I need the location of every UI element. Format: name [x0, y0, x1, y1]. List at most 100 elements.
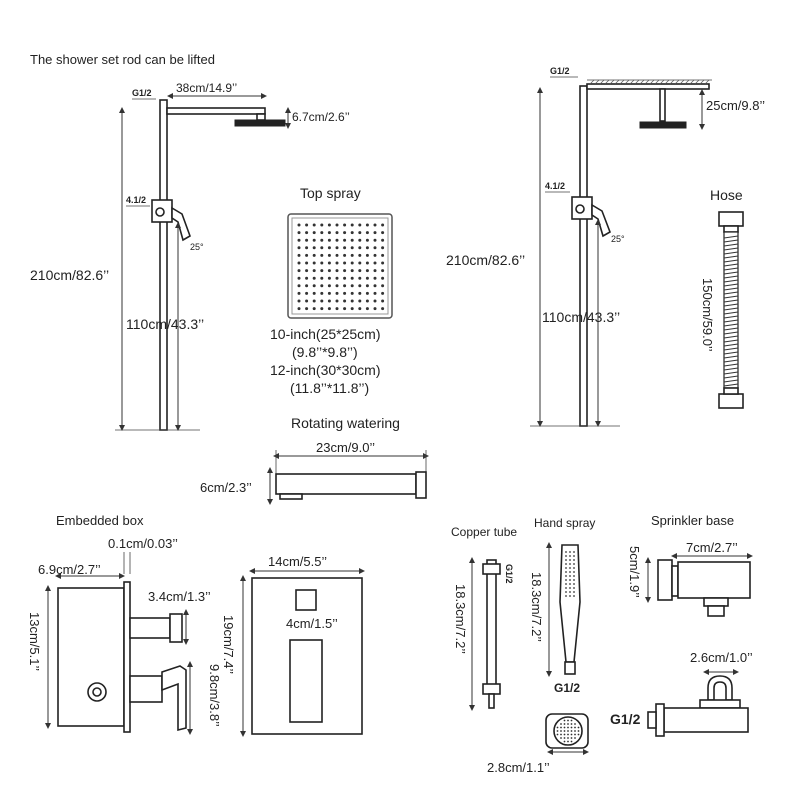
face-nozzle-dot [567, 723, 569, 725]
sprinkler-base-plate [657, 559, 673, 601]
nozzle-dot [297, 299, 301, 303]
rotating-watering: Rotating watering 23cm/9.0’’ 6cm/2.3’’ [200, 415, 429, 505]
sprinkler-base-holder-dim: 2.6cm/1.0’’ [690, 650, 753, 665]
sprinkler-base: Sprinkler base 7cm/2.7’’ 5cm/1.9’’ 2.6cm… [610, 513, 753, 737]
nozzle-dot [343, 253, 347, 257]
face-nozzle-dot [560, 733, 562, 736]
nozzle-dot [312, 269, 316, 273]
top-spray-line2: (9.8’’*9.8’’) [292, 344, 358, 360]
nozzle-dot [373, 307, 377, 311]
hatch-line [699, 79, 705, 85]
nozzle-dot [335, 299, 339, 303]
cover-plate-width-dim: 14cm/5.5’’ [268, 554, 327, 569]
cover-plate: 14cm/5.5’’ 4cm/1.5’’ 19cm/7.4’’ [221, 554, 365, 737]
hatch-line [634, 79, 640, 85]
face-nozzle-dot [574, 737, 576, 739]
hose-ring [723, 291, 739, 295]
nozzle-dot [358, 261, 362, 265]
face-nozzle-dot [560, 726, 562, 729]
nozzle-dot [312, 284, 316, 288]
hand-nozzle-dot [573, 579, 575, 581]
hose-ring [723, 243, 739, 247]
nozzle-dot [327, 246, 331, 250]
hand-spray-face-nozzles [556, 719, 580, 743]
rotating-height-dim: 6cm/2.3’’ [200, 480, 252, 495]
nozzle-dot [358, 231, 362, 235]
hose-ring [723, 271, 739, 275]
hose-title: Hose [710, 187, 743, 203]
nozzle-dot [381, 246, 385, 250]
right-angle: 25° [611, 234, 625, 244]
hatch-line [689, 79, 695, 85]
copper-tube-title: Copper tube [451, 525, 517, 539]
nozzle-dot [327, 261, 331, 265]
right-valve-handle [591, 203, 611, 238]
nozzle-dot [373, 276, 377, 280]
hand-spray: Hand spray G1/2 18.3cm/7.2’’ 2.8cm/1.1’’ [487, 516, 595, 775]
hand-nozzle-dot [565, 583, 567, 585]
left-rod [159, 99, 168, 431]
hatch-line [669, 79, 675, 85]
face-nozzle-dot [570, 719, 573, 722]
nozzle-dot [343, 223, 347, 227]
nozzle-dot [335, 231, 339, 235]
hand-spray-head [559, 544, 581, 663]
hatch-line [644, 79, 650, 85]
right-head [639, 121, 687, 129]
left-angle: 25° [190, 242, 204, 252]
rotating-title: Rotating watering [291, 415, 400, 431]
hand-nozzle-dot [573, 559, 575, 561]
hatch-line [679, 79, 685, 85]
face-nozzle-dot [560, 723, 562, 725]
hose-ring [723, 303, 739, 307]
hose-ring [723, 335, 739, 339]
cover-plate-window-dim: 4cm/1.5’’ [286, 616, 338, 631]
hand-spray-title: Hand spray [534, 516, 595, 530]
nozzle-dot [343, 261, 347, 265]
left-valve-port: 4.1/2 [126, 195, 146, 205]
top-spray-title: Top spray [300, 185, 361, 201]
nozzle-dot [350, 261, 354, 265]
hand-nozzle-dot [569, 579, 571, 581]
hose-ring [723, 307, 739, 311]
nozzle-dot [320, 269, 324, 273]
nozzle-dot [335, 261, 339, 265]
embedded-box-title: Embedded box [56, 513, 144, 528]
nozzle-dot [312, 231, 316, 235]
hose-ring [723, 263, 739, 267]
nozzle-dot [373, 223, 377, 227]
face-nozzle-dot [563, 726, 566, 729]
nozzle-dot [305, 246, 309, 250]
nozzle-dot [358, 238, 362, 242]
nozzle-dot [297, 291, 301, 295]
face-nozzle-dot [556, 733, 559, 736]
hose-ring [723, 239, 739, 243]
nozzle-dot [358, 307, 362, 311]
nozzle-dot [297, 307, 301, 311]
hatch-line [589, 79, 595, 85]
nozzle-dot [373, 253, 377, 257]
nozzle-dot [343, 276, 347, 280]
nozzle-dot [327, 276, 331, 280]
hatch-line [614, 79, 620, 85]
hose-ring [723, 363, 739, 367]
nozzle-dot [343, 307, 347, 311]
embedded-box-gap-dim: 0.1cm/0.03’’ [108, 536, 178, 551]
top-spray-plate [287, 213, 393, 319]
nozzle-dot [305, 253, 309, 257]
nozzle-dot [327, 253, 331, 257]
hatch-line [629, 79, 635, 85]
nozzle-dot [305, 276, 309, 280]
nozzle-dot [327, 223, 331, 227]
nozzle-dot [327, 231, 331, 235]
face-nozzle-dot [570, 730, 573, 732]
embedded-box-flange [123, 581, 131, 733]
hand-nozzle-dot [573, 551, 575, 553]
nozzle-dot [305, 238, 309, 242]
face-nozzle-dot [563, 723, 566, 725]
face-nozzle-dot [574, 730, 576, 732]
nozzle-dot [358, 299, 362, 303]
face-nozzle-dot [567, 733, 569, 736]
nozzle-dot [335, 291, 339, 295]
